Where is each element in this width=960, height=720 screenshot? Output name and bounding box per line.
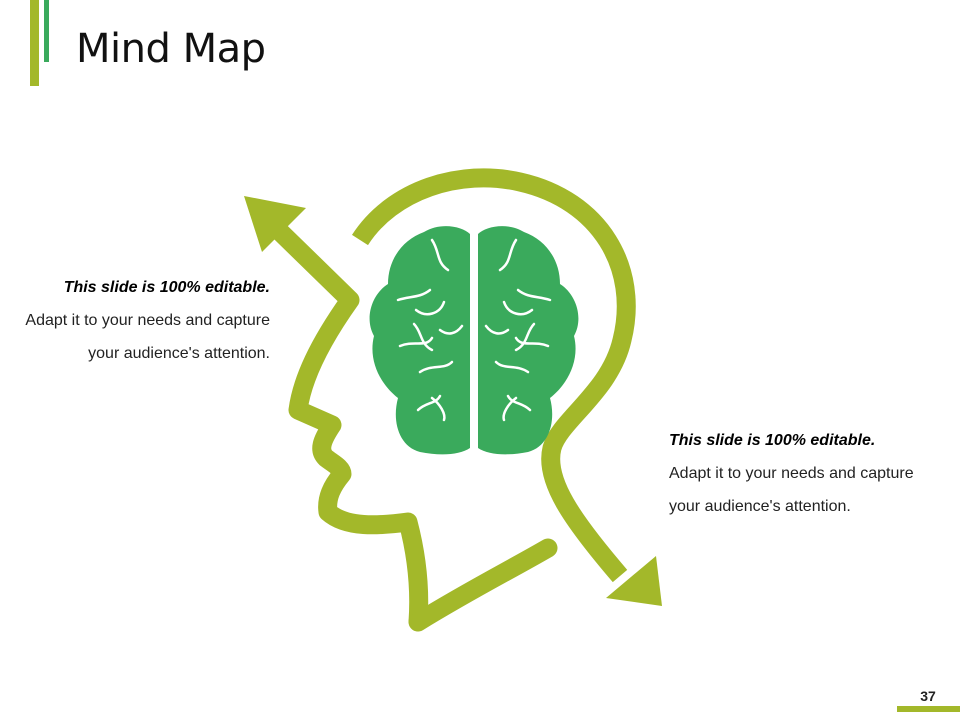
title-accent-bar bbox=[30, 0, 39, 86]
text-block-right-lead: This slide is 100% editable. bbox=[669, 432, 876, 449]
text-block-left: This slide is 100% editable. Adapt it to… bbox=[20, 271, 270, 370]
page-title: Mind Map bbox=[76, 26, 266, 72]
text-block-left-body: Adapt it to your needs and capture your … bbox=[25, 312, 270, 362]
text-block-right-body: Adapt it to your needs and capture your … bbox=[669, 465, 914, 515]
title-accent-bar-secondary bbox=[44, 0, 49, 62]
arrowhead-up-left-icon bbox=[244, 196, 306, 252]
page-number: 37 bbox=[920, 688, 936, 704]
brain-icon bbox=[369, 226, 579, 455]
page-number-bar bbox=[897, 706, 960, 712]
text-block-right: This slide is 100% editable. Adapt it to… bbox=[669, 424, 929, 523]
text-block-left-lead: This slide is 100% editable. bbox=[63, 279, 270, 296]
neck-line bbox=[408, 538, 558, 632]
arrowhead-down-right-icon bbox=[606, 556, 662, 606]
head-back-line bbox=[352, 168, 636, 583]
face-profile-line bbox=[261, 213, 429, 623]
